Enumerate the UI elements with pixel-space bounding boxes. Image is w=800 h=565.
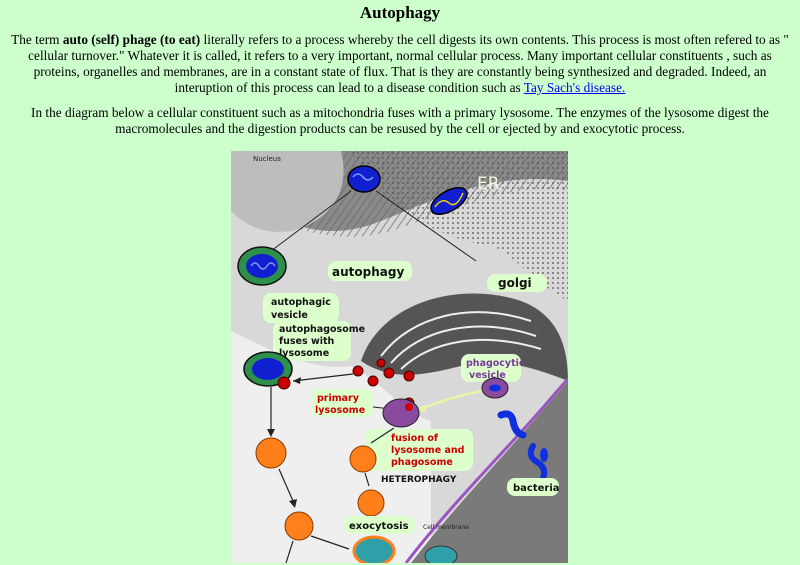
page-title: Autophagy — [359, 3, 441, 22]
arrowhead-1 — [293, 377, 301, 384]
er-label: ER — [477, 174, 500, 194]
autophagic-label-2: vesicle — [271, 310, 308, 321]
exocytosis-label: exocytosis — [349, 521, 409, 532]
fusion-label-1: fusion of — [391, 433, 439, 444]
bacterium-2 — [527, 443, 548, 481]
fuses-label-2: fuses with — [279, 336, 335, 347]
intro-term: auto (self) phage (to eat) — [62, 32, 201, 47]
exocytosis-label-box — [343, 516, 415, 534]
autophagic-label-1: autophagic — [271, 297, 331, 308]
connector-line-2 — [375, 190, 477, 262]
bacteria-label: bacteria — [513, 483, 560, 494]
diagram-description: In the diagram below a cellular constitu… — [31, 105, 769, 136]
golgi-label: golgi — [498, 276, 532, 290]
phagocytic-label-2: vesicle — [469, 370, 506, 381]
nucleus-label: Nucleus — [253, 155, 281, 163]
intro-text-1: The term — [11, 32, 63, 47]
bacterium-1 — [497, 410, 527, 439]
cell-membrane-label: Cell membrane — [423, 524, 469, 531]
extracellular-vesicle — [424, 545, 458, 563]
golgi-label-box — [487, 274, 547, 292]
golgi-cisternae — [380, 311, 542, 370]
cell-membrane — [404, 377, 568, 563]
fuses-label-3: lysosome — [279, 348, 329, 359]
fusion-label-2: lysosome and — [391, 445, 464, 456]
orange-vesicle-center-2 — [357, 489, 385, 517]
path-left-4 — [285, 540, 294, 563]
fusion-label-box — [365, 429, 473, 471]
primary-label-1: primary — [317, 393, 360, 404]
path-center-1 — [370, 427, 395, 444]
exocytosis-vesicle — [352, 535, 396, 563]
connector-line-1 — [270, 190, 352, 252]
heterophagy-label: HETEROPHAGY — [381, 475, 457, 485]
lysosome-3 — [383, 367, 395, 379]
arrow-lysosome-to-autophagosome — [292, 373, 354, 382]
mitochondrion-right-cristae — [434, 192, 464, 208]
lysosome-4 — [376, 358, 386, 368]
extracellular-region — [411, 381, 568, 563]
lysosome-1 — [352, 365, 364, 377]
autophagic-vesicle-cristae — [250, 262, 276, 270]
autophagic-vesicle-mitochondrion — [246, 254, 278, 278]
fused-lysosome — [382, 398, 420, 428]
er-region — [351, 151, 568, 301]
orange-vesicle-center-1 — [349, 445, 377, 473]
autophagy-diagram: Nucleus ER autophagy golgi autophagic ve… — [231, 151, 568, 563]
phagocytic-label-box — [461, 354, 521, 382]
lysosome-5 — [403, 370, 415, 382]
path-left-2 — [278, 468, 294, 502]
orange-vesicle-left-1 — [255, 437, 287, 469]
fusion-label-3: phagosome — [391, 457, 453, 468]
primary-label-box — [311, 389, 373, 417]
intro-text-2: literally refers to a process whereby th… — [28, 32, 789, 95]
bacteria-label-box — [507, 478, 559, 496]
arrowhead-left-1 — [267, 429, 275, 437]
lysosome-2 — [367, 375, 379, 387]
path-left-3 — [310, 535, 350, 550]
primary-label-2: lysosome — [315, 405, 365, 416]
fuses-label-1: autophagosome — [279, 324, 365, 335]
autophagosome-mitochondrion — [252, 358, 284, 380]
bacterium-3 — [540, 448, 548, 462]
mitochondrion-top-cristae — [352, 173, 374, 181]
phagocytic-label-1: phagocytic — [466, 358, 525, 369]
phagocytic-vesicle-bacterium — [489, 384, 501, 392]
nucleus-region — [231, 151, 344, 232]
fuses-label-box — [273, 321, 351, 361]
orange-vesicle-left-2 — [284, 511, 314, 541]
autophagic-vesicle-label-box — [263, 293, 339, 323]
autophagy-label: autophagy — [332, 265, 404, 279]
fused-lysosome-red — [405, 403, 413, 411]
intro-paragraph: The term auto (self) phage (to eat) lite… — [6, 32, 794, 96]
arrowhead-left-2 — [289, 499, 297, 508]
path-center-2 — [364, 472, 370, 487]
autophagosome-lysosome — [277, 376, 291, 390]
tay-sachs-link[interactable]: Tay Sach's disease. — [523, 80, 626, 95]
mitochondrion-right — [430, 187, 468, 215]
autophagy-label-box — [328, 261, 412, 281]
